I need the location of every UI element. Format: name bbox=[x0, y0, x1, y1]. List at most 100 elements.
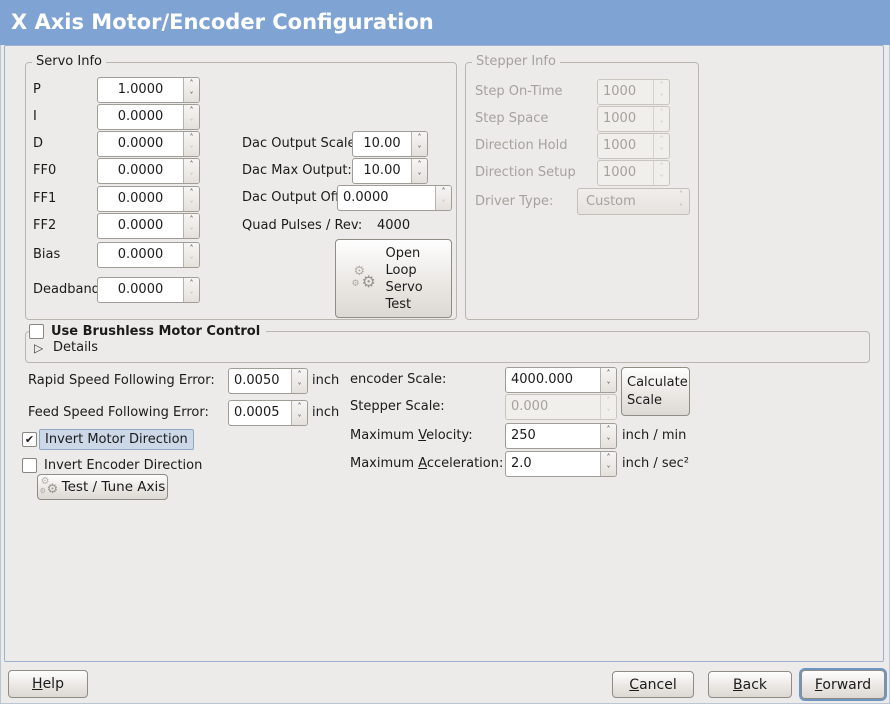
spin-up-icon[interactable]: ˄ bbox=[189, 160, 194, 169]
invert-motor-label[interactable]: Invert Motor Direction bbox=[39, 429, 194, 450]
feed-following-error-spinbox[interactable]: 0.0005 ˄˅ bbox=[228, 400, 308, 426]
spin-up-icon[interactable]: ˄ bbox=[189, 133, 194, 142]
dac-max-output-input[interactable]: 10.00 bbox=[363, 163, 401, 178]
spin-up-icon[interactable]: ˄ bbox=[297, 402, 302, 411]
bias-spinbox[interactable]: 0.0000 ˄˅ bbox=[97, 242, 200, 268]
spin-up-icon[interactable]: ˄ bbox=[441, 187, 446, 196]
spin-buttons[interactable]: ˄˅ bbox=[411, 159, 427, 183]
bias-input[interactable]: 0.0000 bbox=[117, 247, 164, 262]
spin-buttons[interactable]: ˄˅ bbox=[291, 401, 307, 425]
expander-arrow-icon[interactable]: ▷ bbox=[34, 341, 44, 355]
ff1-spin-buttons[interactable]: ˄˅ bbox=[183, 187, 199, 211]
spin-up-icon[interactable]: ˄ bbox=[189, 244, 194, 253]
d-spinbox[interactable]: 0.0000 ˄˅ bbox=[97, 131, 200, 157]
use-brushless-checkbox[interactable] bbox=[29, 323, 44, 339]
spin-buttons[interactable]: ˄˅ bbox=[600, 452, 616, 476]
max-acceleration-input[interactable]: 2.0 bbox=[511, 456, 532, 471]
spin-buttons[interactable]: ˄˅ bbox=[600, 368, 616, 392]
p-input[interactable]: 1.0000 bbox=[117, 82, 164, 97]
spin-down-icon[interactable]: ˅ bbox=[189, 118, 194, 127]
encoder-scale-input[interactable]: 4000.000 bbox=[511, 372, 574, 387]
i-input[interactable]: 0.0000 bbox=[117, 109, 164, 124]
dac-output-scale-spinbox[interactable]: 10.00 ˄˅ bbox=[352, 131, 428, 157]
spin-down-icon[interactable]: ˅ bbox=[297, 382, 302, 391]
spin-down-icon[interactable]: ˅ bbox=[189, 200, 194, 209]
brushless-header[interactable]: Use Brushless Motor Control bbox=[29, 322, 267, 340]
bias-spin-buttons[interactable]: ˄˅ bbox=[183, 243, 199, 267]
spin-up-icon[interactable]: ˄ bbox=[417, 160, 422, 169]
max-acceleration-spinbox[interactable]: 2.0 ˄˅ bbox=[505, 451, 617, 477]
spin-down-icon[interactable]: ˅ bbox=[417, 145, 422, 154]
invert-motor-checkbox[interactable]: ✔ bbox=[22, 432, 37, 447]
ff2-spin-buttons[interactable]: ˄˅ bbox=[183, 214, 199, 238]
spin-up-icon[interactable]: ˄ bbox=[297, 370, 302, 379]
spin-buttons[interactable]: ˄˅ bbox=[411, 132, 427, 156]
encoder-scale-spinbox[interactable]: 4000.000 ˄˅ bbox=[505, 367, 617, 393]
i-spinbox[interactable]: 0.0000 ˄˅ bbox=[97, 104, 200, 130]
open-loop-servo-test-button[interactable]: ⚙ ⚙ ⚙ Open Loop Servo Test bbox=[335, 239, 452, 318]
invert-encoder-checkbox[interactable] bbox=[22, 458, 37, 473]
spin-down-icon[interactable]: ˅ bbox=[189, 145, 194, 154]
spin-buttons[interactable]: ˄˅ bbox=[291, 369, 307, 393]
ff0-spin-buttons[interactable]: ˄˅ bbox=[183, 159, 199, 183]
spin-down-icon[interactable]: ˅ bbox=[417, 172, 422, 181]
spin-down-icon[interactable]: ˅ bbox=[189, 91, 194, 100]
spin-down-icon[interactable]: ˅ bbox=[189, 172, 194, 181]
ff0-input[interactable]: 0.0000 bbox=[117, 163, 164, 178]
spin-up-icon[interactable]: ˄ bbox=[606, 369, 611, 378]
ff2-spinbox[interactable]: 0.0000 ˄˅ bbox=[97, 213, 200, 239]
stepper-scale-input: 0.000 bbox=[511, 399, 549, 414]
spin-up-icon[interactable]: ˄ bbox=[189, 279, 194, 288]
use-brushless-label[interactable]: Use Brushless Motor Control bbox=[51, 323, 261, 339]
i-spin-buttons[interactable]: ˄˅ bbox=[183, 105, 199, 129]
rapid-following-error-spinbox[interactable]: 0.0050 ˄˅ bbox=[228, 368, 308, 394]
ff1-input[interactable]: 0.0000 bbox=[117, 191, 164, 206]
deadband-spin-buttons[interactable]: ˄˅ bbox=[183, 278, 199, 302]
help-button[interactable]: Help bbox=[8, 670, 88, 698]
cancel-button[interactable]: Cancel bbox=[612, 671, 694, 698]
spin-down-icon[interactable]: ˅ bbox=[189, 256, 194, 265]
details-expander[interactable]: Details bbox=[53, 340, 99, 355]
stepper-info-legend: Stepper Info bbox=[472, 54, 560, 70]
back-button[interactable]: Back bbox=[708, 671, 792, 698]
spin-buttons[interactable]: ˄˅ bbox=[435, 186, 451, 210]
spin-buttons[interactable]: ˄˅ bbox=[600, 424, 616, 448]
ff2-input[interactable]: 0.0000 bbox=[117, 218, 164, 233]
test-tune-axis-button[interactable]: ⚙ ⚙ ⚙ Test / Tune Axis bbox=[37, 474, 168, 500]
max-velocity-input[interactable]: 250 bbox=[511, 428, 536, 443]
deadband-spinbox[interactable]: 0.0000 ˄˅ bbox=[97, 277, 200, 303]
spin-down-icon[interactable]: ˅ bbox=[606, 437, 611, 446]
p-spinbox[interactable]: 1.0000 ˄˅ bbox=[97, 77, 200, 103]
ff1-spinbox[interactable]: 0.0000 ˄˅ bbox=[97, 186, 200, 212]
d-spin-buttons[interactable]: ˄˅ bbox=[183, 132, 199, 156]
spin-up-icon[interactable]: ˄ bbox=[189, 188, 194, 197]
spin-down-icon[interactable]: ˅ bbox=[606, 465, 611, 474]
spin-down-icon[interactable]: ˅ bbox=[441, 199, 446, 208]
invert-encoder-label[interactable]: Invert Encoder Direction bbox=[44, 458, 203, 473]
rapid-following-error-input[interactable]: 0.0050 bbox=[234, 373, 280, 388]
spin-up-icon[interactable]: ˄ bbox=[189, 106, 194, 115]
dac-output-offset-spinbox[interactable]: 0.0000 ˄˅ bbox=[337, 185, 452, 211]
calculate-scale-button[interactable]: Calculate Scale bbox=[621, 367, 690, 416]
spin-down-icon[interactable]: ˅ bbox=[189, 291, 194, 300]
p-spin-buttons[interactable]: ˄˅ bbox=[183, 78, 199, 102]
dac-output-offset-input[interactable]: 0.0000 bbox=[343, 190, 389, 205]
spin-down-icon[interactable]: ˅ bbox=[297, 414, 302, 423]
spin-up-icon[interactable]: ˄ bbox=[417, 133, 422, 142]
spin-up-icon[interactable]: ˄ bbox=[189, 215, 194, 224]
spin-down-icon[interactable]: ˅ bbox=[189, 227, 194, 236]
deadband-input[interactable]: 0.0000 bbox=[117, 282, 164, 297]
spin-up-icon[interactable]: ˄ bbox=[606, 425, 611, 434]
dac-output-scale-input[interactable]: 10.00 bbox=[363, 136, 401, 151]
spin-down-icon[interactable]: ˅ bbox=[606, 381, 611, 390]
feed-following-error-input[interactable]: 0.0005 bbox=[234, 405, 280, 420]
forward-button[interactable]: Forward bbox=[801, 670, 885, 699]
max-velocity-spinbox[interactable]: 250 ˄˅ bbox=[505, 423, 617, 449]
spin-up-icon[interactable]: ˄ bbox=[606, 453, 611, 462]
spin-up-icon[interactable]: ˄ bbox=[189, 79, 194, 88]
ff0-spinbox[interactable]: 0.0000 ˄˅ bbox=[97, 158, 200, 184]
dac-max-output-spinbox[interactable]: 10.00 ˄˅ bbox=[352, 158, 428, 184]
step-space-input: 1000 bbox=[603, 111, 637, 126]
spin-buttons: ˄˅ bbox=[653, 107, 669, 131]
d-input[interactable]: 0.0000 bbox=[117, 136, 164, 151]
